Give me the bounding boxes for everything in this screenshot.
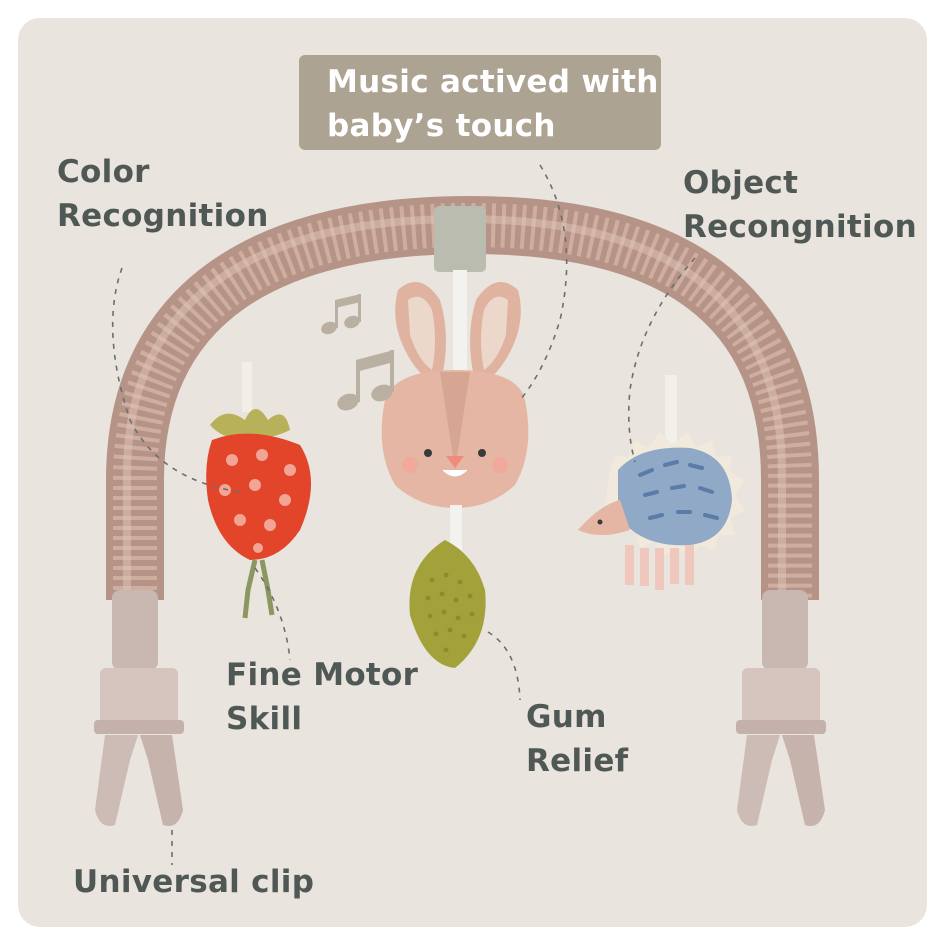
bunny-toy [381, 270, 529, 550]
gum-relief-label: Gum Relief [526, 695, 628, 783]
banner-line-1: Music actived with [327, 64, 659, 100]
leader-lines [111, 164, 696, 865]
left-clip [94, 590, 184, 826]
banner-text: Music actived with baby’s touch [327, 60, 661, 148]
arch-strap [434, 206, 486, 272]
fine-motor-skill-label: Fine Motor Skill [226, 653, 418, 741]
color-recognition-label: Color Recognition [57, 150, 269, 238]
fine-motor-line-2: Skill [226, 701, 303, 737]
gum-relief-line-2: Relief [526, 743, 629, 779]
leaf-teether [409, 540, 486, 668]
object-recognition-line-2: Recongnition [683, 209, 917, 245]
gum-relief-line-1: Gum [526, 699, 607, 735]
object-recognition-label: Object Recongnition [683, 161, 917, 249]
hedgehog-toy [578, 375, 745, 590]
music-banner: Music actived with baby’s touch [299, 55, 661, 150]
strawberry-toy [206, 362, 311, 619]
music-note-icon [337, 350, 394, 411]
object-recognition-line-1: Object [683, 165, 799, 201]
color-recognition-line-1: Color [57, 154, 150, 190]
music-note-icon [321, 294, 361, 335]
color-recognition-line-2: Recognition [57, 198, 269, 234]
arch [106, 195, 819, 600]
universal-clip-label: Universal clip [73, 864, 315, 900]
right-clip [736, 590, 826, 826]
banner-line-2: baby’s touch [327, 108, 556, 144]
fine-motor-line-1: Fine Motor [226, 657, 419, 693]
